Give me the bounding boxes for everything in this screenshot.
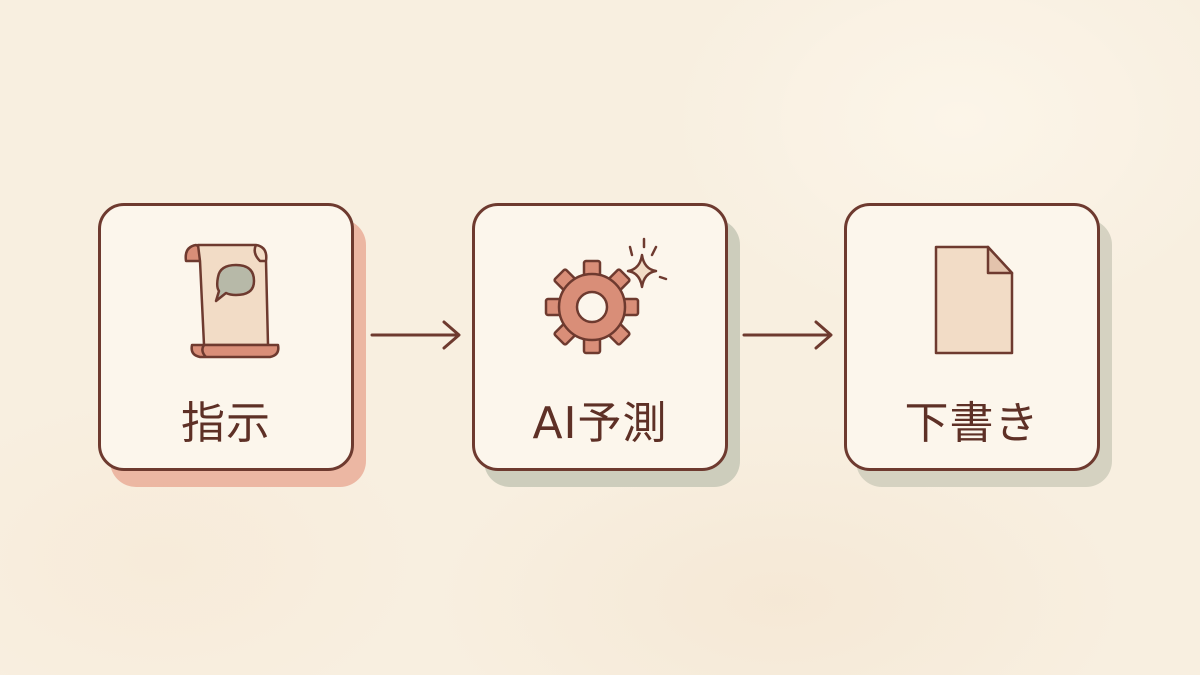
step-ai-prediction: AI予測 — [472, 203, 740, 487]
document-icon — [934, 245, 1014, 355]
step-label: AI予測 — [532, 398, 668, 449]
step-label: 指示 — [181, 398, 271, 449]
gear-sparkle-icon — [544, 237, 668, 355]
step-label: 下書き — [904, 398, 1040, 449]
arrow-right-icon — [370, 320, 461, 350]
step-draft: 下書き — [844, 203, 1112, 487]
scroll-speech-icon — [184, 243, 280, 359]
step-instruction: 指示 — [98, 203, 366, 487]
arrow-right-icon — [742, 320, 833, 350]
